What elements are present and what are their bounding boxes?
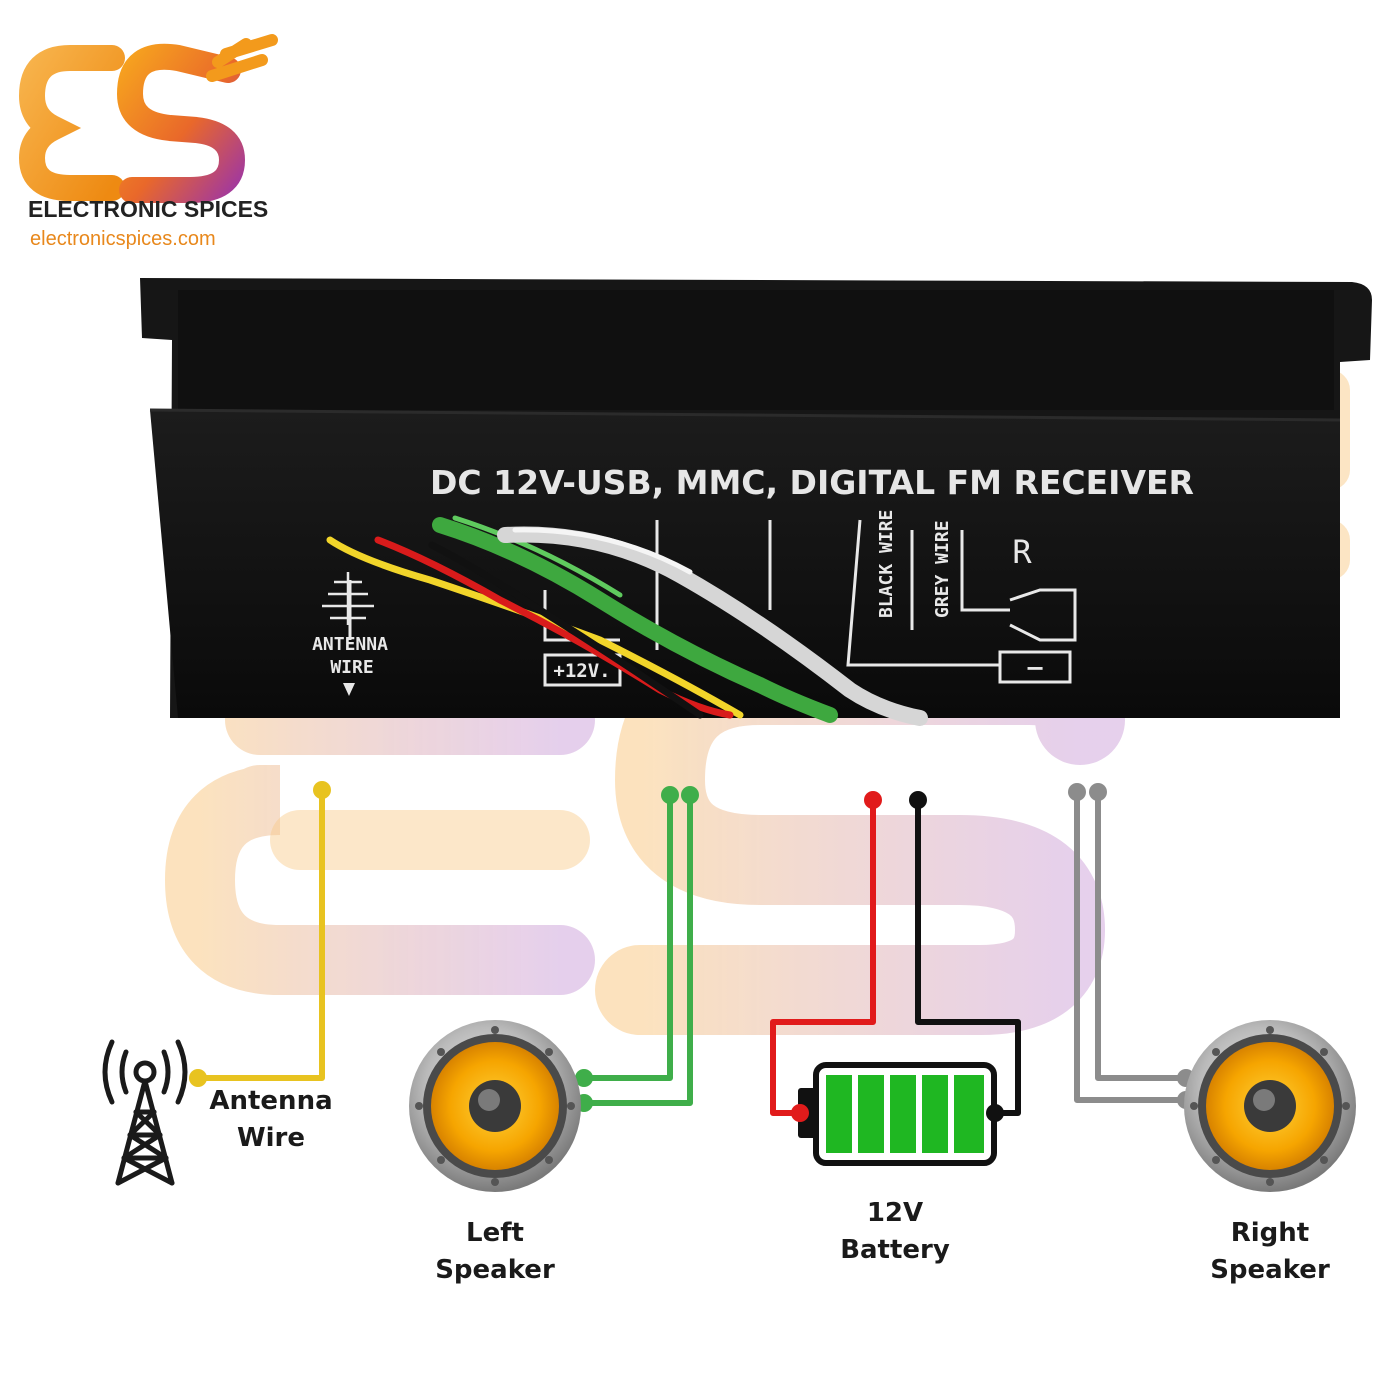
battery-label: 12V Battery <box>820 1195 970 1269</box>
antenna-symbol <box>322 572 374 625</box>
antenna-label: Antenna Wire <box>196 1083 346 1157</box>
antenna-label-line2: Wire <box>236 1123 306 1153</box>
battery-positive-wire <box>770 800 876 1116</box>
module-black-wire-label: BLACK WIRE <box>876 510 897 618</box>
right-speaker-label-line1: Right <box>1230 1218 1310 1248</box>
module-antenna-label: ANTENNA <box>312 634 388 655</box>
module-antenna-label-2: WIRE <box>330 657 373 678</box>
right-speaker-wire-1 <box>1074 792 1186 1103</box>
module-right-channel-label: R <box>1012 533 1032 571</box>
left-speaker-wire-1 <box>584 795 673 1081</box>
left-speaker-label-line2: Speaker <box>435 1255 555 1285</box>
right-speaker-wire-2 <box>1095 792 1186 1081</box>
battery-label-line2: Battery <box>840 1235 950 1265</box>
battery-icon <box>791 1062 1004 1166</box>
module-power-label: +12V. <box>553 660 610 682</box>
right-speaker-icon <box>1184 1020 1356 1192</box>
brand-logo <box>18 34 278 203</box>
right-speaker-label-line2: Speaker <box>1210 1255 1330 1285</box>
brand-name: ELECTRONIC SPICES <box>28 196 269 222</box>
module-minus-label: − <box>1025 654 1045 682</box>
antenna-label-line1: Antenna <box>209 1086 333 1116</box>
battery-negative-wire <box>915 800 1021 1116</box>
wiring-lines <box>198 790 1186 1116</box>
left-speaker-wire-2 <box>584 795 693 1106</box>
antenna-wire <box>198 790 325 1081</box>
left-speaker-icon <box>409 1020 581 1192</box>
module-title: DC 12V-USB, MMC, DIGITAL FM RECEIVER <box>430 463 1194 502</box>
radio-tower-icon <box>102 1039 188 1186</box>
wire-bundle <box>326 515 928 726</box>
battery-label-line1: 12V <box>866 1198 924 1228</box>
right-speaker-label: Right Speaker <box>1195 1215 1345 1289</box>
brand-url: electronicspices.com <box>30 228 216 250</box>
left-speaker-label: Left Speaker <box>420 1215 570 1289</box>
module-grey-wire-label: GREY WIRE <box>932 520 953 618</box>
fm-receiver-module: DC 12V-USB, MMC, DIGITAL FM RECEIVER ANT… <box>140 278 1372 726</box>
left-speaker-label-line1: Left <box>466 1218 524 1248</box>
